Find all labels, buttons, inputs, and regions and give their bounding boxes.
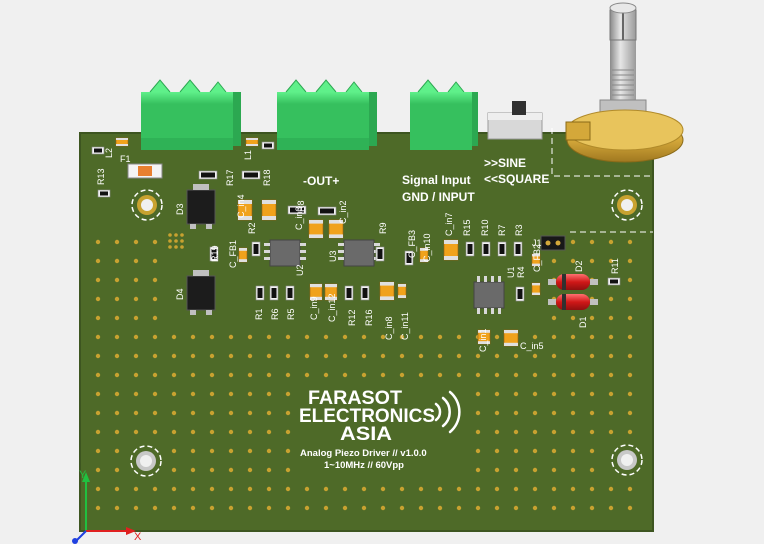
refdes-r7: R7	[497, 224, 507, 236]
product-spec: 1~10MHz // 60Vpp	[324, 460, 404, 471]
axis-label-x: X	[134, 531, 142, 543]
label-signal-input: Signal Input	[402, 173, 471, 187]
fuse-f1	[127, 163, 163, 179]
label-sine: >>SINE	[484, 156, 526, 170]
logo-line-3: ASIA	[340, 424, 392, 445]
refdes-r18: R18	[262, 169, 272, 186]
label-gnd-input: GND / INPUT	[402, 190, 475, 204]
refdes-r13: R13	[96, 168, 106, 185]
refdes-layer: L2 F1 R13 R17 L1 R18 D3 D4 R19 C_FB1 R2 …	[96, 148, 620, 352]
diode-d1	[548, 294, 598, 310]
mounting-hole-top-right	[611, 189, 643, 221]
refdes-d3: D3	[175, 203, 185, 215]
refdes-d4: D4	[175, 288, 185, 300]
refdes-cfb1: C_FB1	[228, 240, 238, 268]
refdes-cin3: C_in3	[294, 206, 304, 230]
pcb-board	[79, 128, 654, 532]
refdes-r10: R10	[480, 219, 490, 236]
refdes-cin11: C_in11	[400, 312, 410, 340]
mounting-hole-top-left	[131, 189, 163, 221]
refdes-r1: R1	[254, 308, 264, 320]
wireless-icon	[434, 390, 461, 434]
refdes-r11: R11	[610, 258, 620, 274]
diode-d2	[548, 274, 598, 290]
label-square: <<SQUARE	[484, 172, 549, 186]
jumper-j1[interactable]	[540, 235, 566, 251]
refdes-l2: L2	[104, 148, 114, 158]
company-logo: FARASOT ELECTRONICS ASIA Analog Piezo Dr…	[299, 388, 461, 471]
refdes-u1: U1	[506, 266, 516, 278]
terminal-block-signal-input[interactable]	[410, 79, 478, 150]
refdes-r2: R2	[247, 222, 257, 234]
refdes-r4: R4	[516, 266, 526, 278]
mounting-hole-bottom-right	[611, 444, 643, 476]
opamp-u2	[264, 239, 306, 267]
refdes-cfb2: C_FB2	[532, 244, 542, 272]
logo-line-1: FARASOT	[308, 388, 402, 409]
refdes-cfb3: C_FB3	[407, 230, 417, 258]
refdes-u3: U3	[328, 250, 338, 262]
via-field	[95, 233, 633, 511]
axis-label-y: Y	[79, 469, 87, 481]
logo-line-2: ELECTRONICS	[299, 406, 435, 427]
refdes-cin5: C_in5	[520, 341, 544, 351]
heading-silkscreen: -OUT+ Signal Input GND / INPUT >>SINE <<…	[303, 156, 549, 204]
axis-triad: Y X	[72, 469, 142, 544]
refdes-r3: R3	[514, 224, 524, 236]
refdes-r19: R19	[210, 245, 220, 262]
refdes-r16: R16	[364, 309, 374, 326]
opamp-u3	[338, 239, 380, 267]
refdes-r17: R17	[225, 169, 235, 186]
refdes-j1: J1	[532, 238, 542, 248]
refdes-r5: R5	[286, 308, 296, 320]
refdes-f1: F1	[120, 154, 131, 164]
capacitor-array	[115, 137, 541, 347]
terminal-block-power[interactable]	[141, 79, 241, 150]
refdes-cin12: C_in12	[327, 293, 337, 322]
mounting-hole-bottom-left	[130, 445, 162, 477]
refdes-cin7: C_in7	[444, 212, 454, 236]
refdes-cin10: C_in10	[422, 233, 432, 262]
refdes-cin1: C_in1	[478, 328, 488, 352]
refdes-d2: D2	[574, 260, 584, 272]
terminal-block-output[interactable]	[277, 79, 377, 150]
opamp-u1	[473, 276, 505, 314]
refdes-r6: R6	[270, 308, 280, 320]
sine-square-slide-switch[interactable]	[487, 101, 543, 140]
refdes-r9: R9	[378, 222, 388, 234]
refdes-r8: R8	[296, 200, 306, 212]
refdes-d1: D1	[578, 316, 588, 328]
product-name: Analog Piezo Driver // v1.0.0	[300, 448, 427, 459]
resistor-array	[91, 141, 621, 302]
refdes-cin2: C_in2	[338, 200, 348, 224]
refdes-l1: L1	[243, 150, 253, 160]
refdes-r12: R12	[347, 309, 357, 326]
refdes-cin9: C_in9	[309, 296, 319, 320]
refdes-u2: U2	[295, 264, 305, 276]
refdes-cin8: C_in8	[384, 316, 394, 340]
regulator-d4	[186, 270, 216, 315]
refdes-cin4: C_in4	[236, 194, 246, 218]
regulator-d3	[186, 184, 216, 229]
potentiometer[interactable]	[565, 2, 684, 163]
label-output: -OUT+	[303, 174, 339, 188]
refdes-r15: R15	[462, 219, 472, 236]
